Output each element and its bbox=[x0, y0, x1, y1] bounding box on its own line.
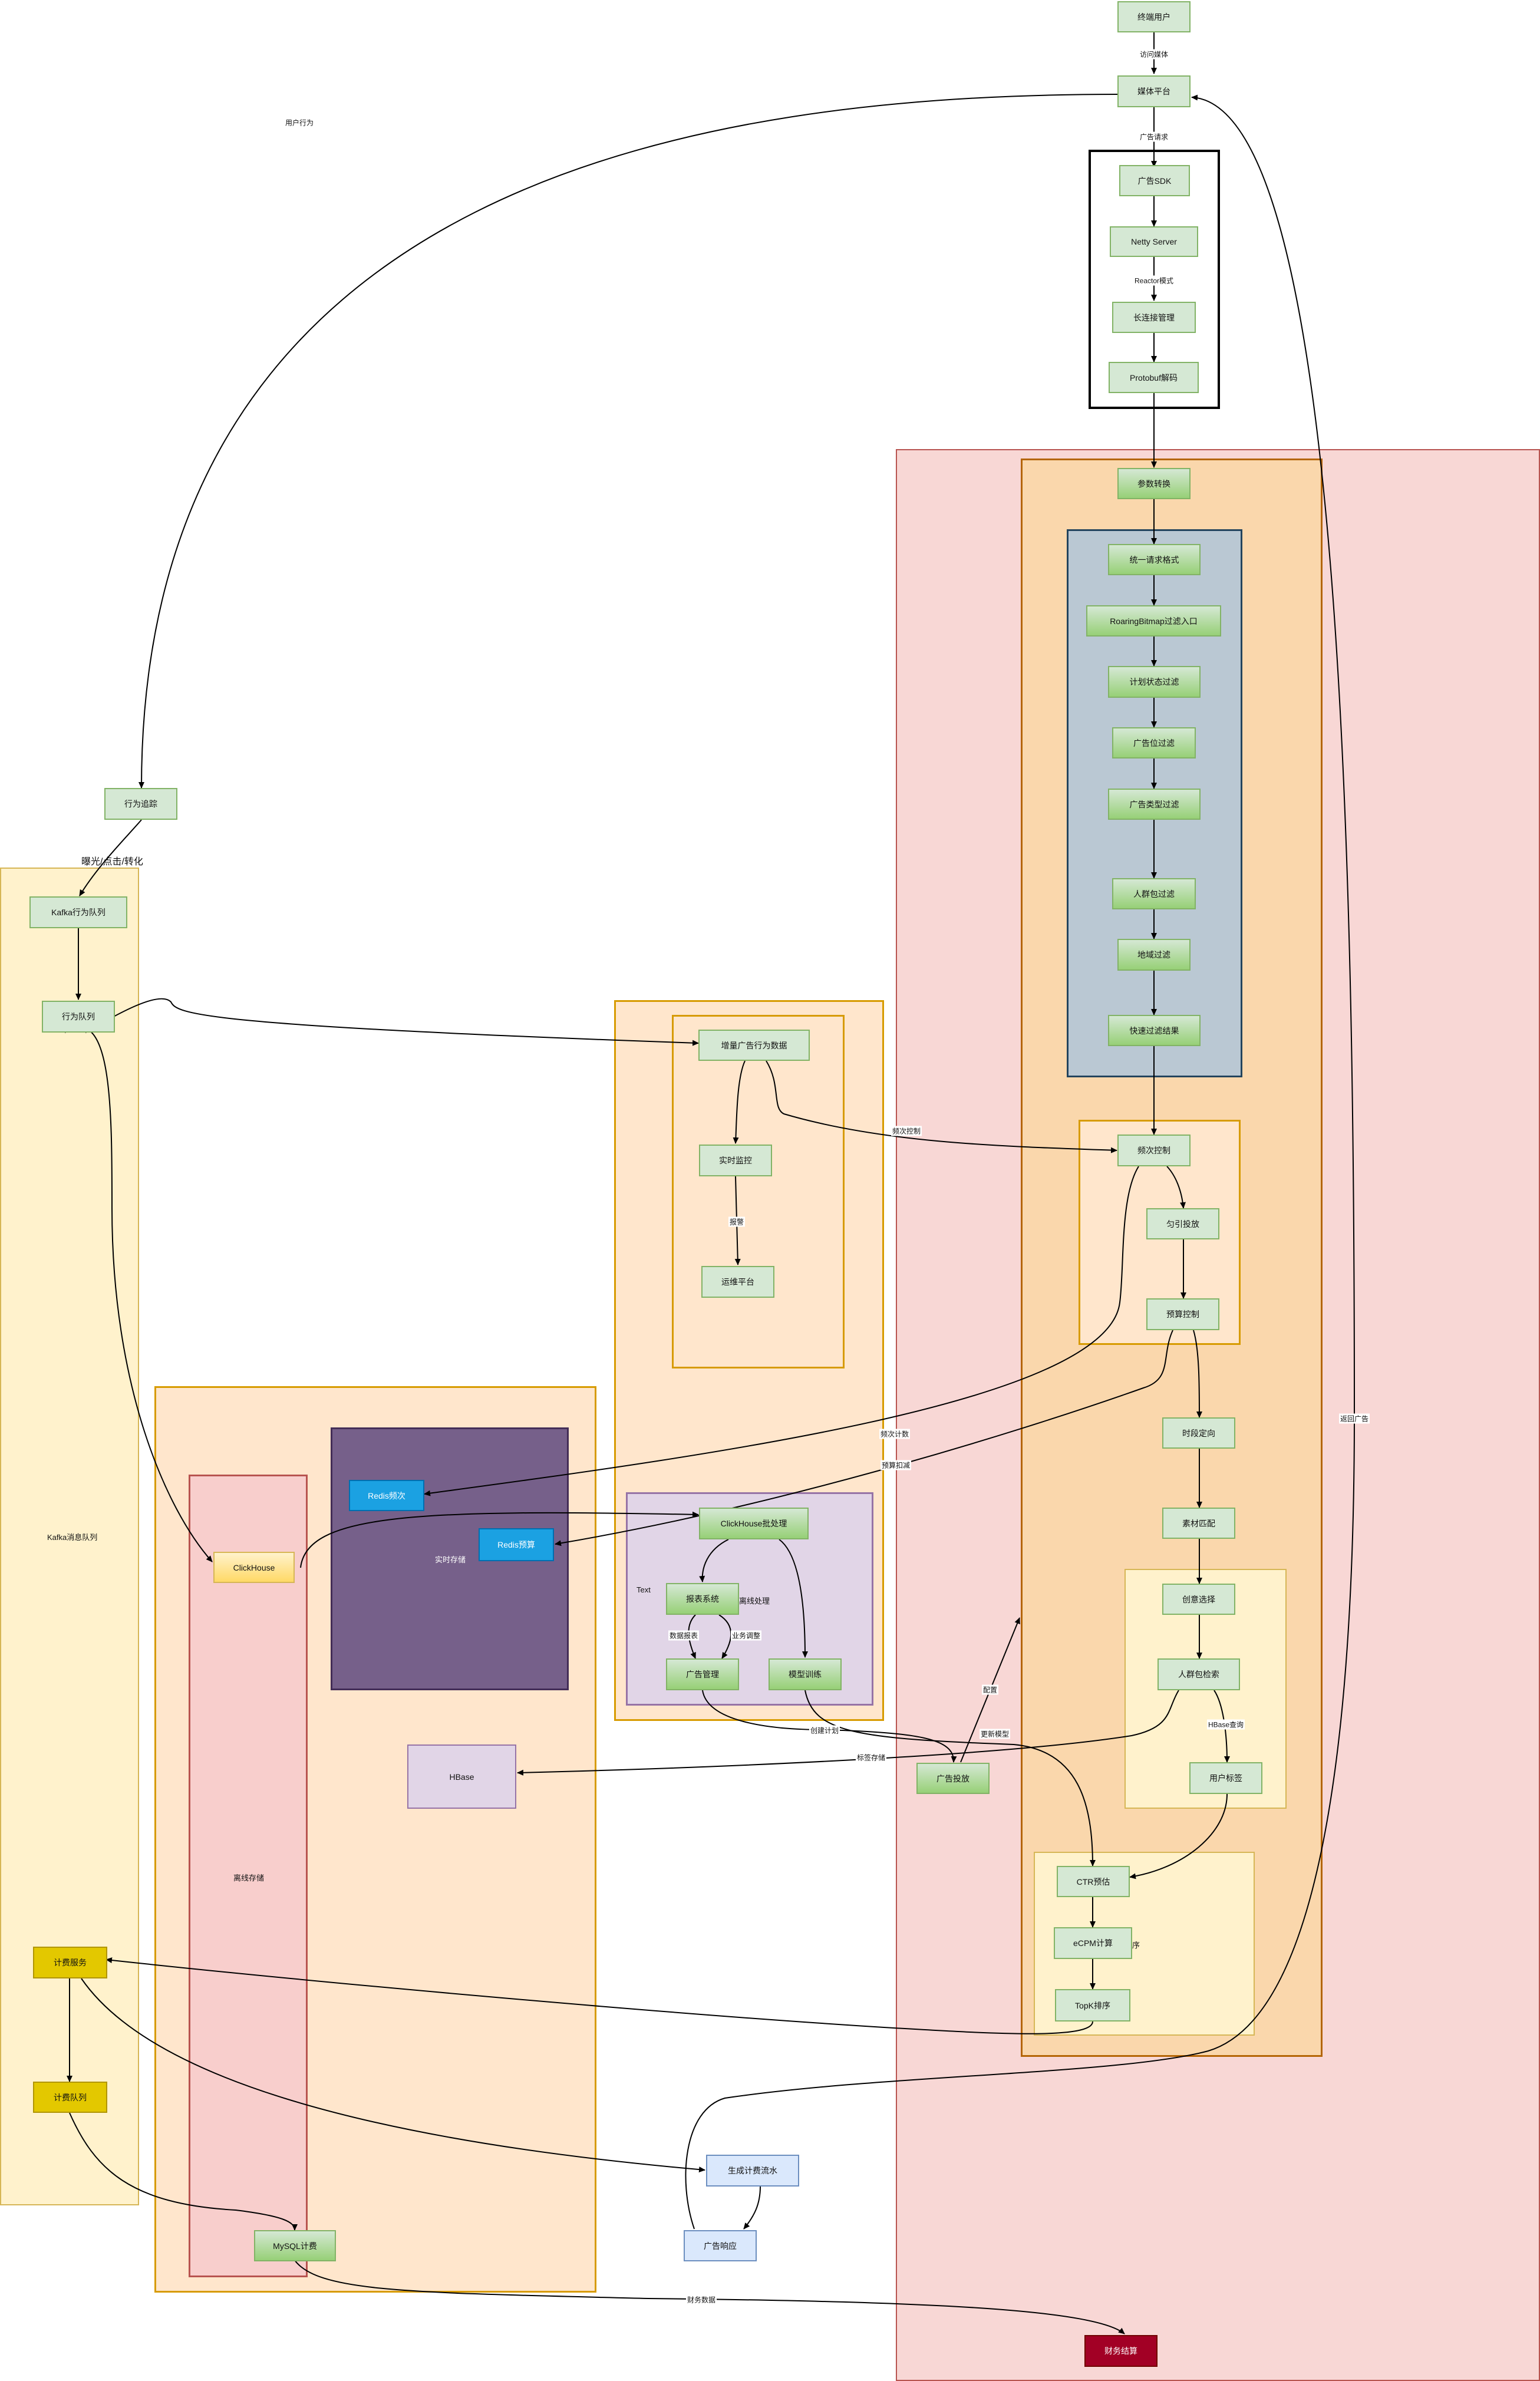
edge-usertag-ctr bbox=[1129, 1793, 1228, 1879]
monitor-group bbox=[672, 1015, 845, 1368]
edge-label-hbase-query: HBase查询 bbox=[1206, 1719, 1245, 1730]
edge-label-ad-request: 广告请求 bbox=[1138, 131, 1170, 142]
node-user-tag[interactable]: 用户标签 bbox=[1189, 1762, 1262, 1794]
edge-media-behavior bbox=[138, 94, 1119, 789]
edge-incr-freq bbox=[766, 1060, 1117, 1153]
node-idea-select[interactable]: 创意选择 bbox=[1162, 1584, 1235, 1615]
node-plan-filter[interactable]: 计划状态过滤 bbox=[1108, 666, 1201, 698]
kafka-group-label: Kafka消息队列 bbox=[47, 1533, 98, 1542]
node-redis-budget[interactable]: Redis预算 bbox=[479, 1528, 554, 1561]
node-billing-queue[interactable]: 计费队列 bbox=[33, 2082, 107, 2113]
edge-queue-incr bbox=[85, 998, 699, 1046]
edge-incr-monitor bbox=[733, 1060, 746, 1144]
node-ad-manage[interactable]: 广告管理 bbox=[666, 1658, 739, 1690]
edge-label-data-report: 数据报表 bbox=[668, 1630, 700, 1641]
edge-manage-report bbox=[718, 1614, 732, 1659]
node-model-train[interactable]: 模型训练 bbox=[769, 1658, 842, 1690]
node-netty-server[interactable]: Netty Server bbox=[1110, 226, 1198, 257]
offline-storage-group bbox=[189, 1475, 308, 2277]
edge-label-reactor: Reactor模式 bbox=[1133, 275, 1175, 286]
exposure-label: 曝光/点击/转化 bbox=[81, 857, 143, 867]
edge-label-finance-data: 财务数据 bbox=[685, 2294, 717, 2305]
node-slot-filter[interactable]: 广告位过滤 bbox=[1112, 727, 1196, 759]
node-finance[interactable]: 财务结算 bbox=[1084, 2335, 1158, 2367]
node-gen-billing-flow[interactable]: 生成计费流水 bbox=[706, 2155, 799, 2187]
node-geo-filter[interactable]: 地域过滤 bbox=[1117, 939, 1191, 971]
node-protobuf[interactable]: Protobuf解码 bbox=[1109, 362, 1199, 393]
edge-clickhouse-ckbatch bbox=[300, 1511, 699, 1568]
node-even-deliver[interactable]: 匀引投放 bbox=[1146, 1208, 1219, 1239]
edge-model-ctr bbox=[804, 1690, 1096, 1866]
node-realtime-monitor[interactable]: 实时监控 bbox=[699, 1145, 772, 1176]
node-creative-match[interactable]: 素材匹配 bbox=[1162, 1508, 1235, 1539]
edge-label-freq-count: 频次计数 bbox=[879, 1429, 911, 1439]
edge-mysql-finance bbox=[294, 2260, 1125, 2334]
realtime-storage-label: 实时存储 bbox=[435, 1555, 466, 1564]
offline-storage-label: 离线存储 bbox=[233, 1874, 265, 1882]
edge-billqueue-mysql bbox=[69, 2112, 298, 2231]
node-time-target[interactable]: 时段定向 bbox=[1162, 1417, 1235, 1449]
edge-budget-redis bbox=[555, 1330, 1173, 1546]
edge-label-visit-media: 访问媒体 bbox=[1138, 49, 1170, 60]
node-clickhouse[interactable]: ClickHouse bbox=[213, 1552, 295, 1583]
edge-label-update-model: 更新模型 bbox=[979, 1729, 1011, 1739]
node-ad-sdk[interactable]: 广告SDK bbox=[1119, 165, 1190, 196]
node-ck-batch[interactable]: ClickHouse批处理 bbox=[699, 1508, 809, 1539]
edge-label-config: 配置 bbox=[981, 1684, 999, 1695]
node-crowd-filter[interactable]: 人群包过滤 bbox=[1112, 878, 1196, 909]
edge-ckbatch-report bbox=[699, 1539, 729, 1582]
edge-budget-time bbox=[1193, 1330, 1202, 1418]
node-ops-platform[interactable]: 运维平台 bbox=[701, 1266, 774, 1298]
edge-freq-even bbox=[1166, 1166, 1186, 1209]
node-terminal-user[interactable]: 终端用户 bbox=[1117, 1, 1191, 32]
edge-label-tag-store: 标签存储 bbox=[855, 1752, 887, 1763]
node-crowd-retrieve[interactable]: 人群包检索 bbox=[1158, 1658, 1240, 1690]
node-long-conn[interactable]: 长连接管理 bbox=[1112, 302, 1196, 333]
edge-label-budget-deduct: 预算扣减 bbox=[880, 1460, 912, 1470]
edge-label-freq-control: 频次控制 bbox=[891, 1126, 922, 1136]
edge-crowdret-hbase bbox=[517, 1690, 1179, 1776]
edge-ckbatch-model bbox=[779, 1539, 808, 1658]
node-param-convert[interactable]: 参数转换 bbox=[1117, 468, 1191, 499]
edge-label-create-plan: 创建计划 bbox=[809, 1725, 840, 1736]
node-billing-service[interactable]: 计费服务 bbox=[33, 1947, 107, 1978]
node-unified-req[interactable]: 统一请求格式 bbox=[1108, 544, 1201, 575]
node-mysql-billing[interactable]: MySQL计费 bbox=[254, 2230, 336, 2261]
node-behavior-track[interactable]: 行为追踪 bbox=[104, 788, 177, 820]
edge-genflow-response bbox=[743, 2186, 761, 2230]
node-report[interactable]: 报表系统 bbox=[666, 1583, 739, 1615]
node-ad-response[interactable]: 广告响应 bbox=[684, 2230, 757, 2261]
edge-response-media bbox=[685, 94, 1356, 2230]
node-media-platform[interactable]: 媒体平台 bbox=[1117, 75, 1191, 107]
node-redis-freq[interactable]: Redis频次 bbox=[349, 1480, 424, 1511]
offline-proc-label: 离线处理 bbox=[739, 1597, 770, 1605]
node-ad-deliver[interactable]: 广告投放 bbox=[916, 1763, 990, 1794]
edge-queue-clickhouse bbox=[64, 1027, 213, 1562]
node-fast-result[interactable]: 快速过滤结果 bbox=[1108, 1015, 1201, 1046]
edge-freq-redis bbox=[424, 1166, 1139, 1496]
node-behavior-queue[interactable]: 行为队列 bbox=[42, 1001, 115, 1033]
text-label: Text bbox=[637, 1585, 651, 1594]
node-incr-behavior[interactable]: 增量广告行为数据 bbox=[698, 1030, 810, 1061]
edge-topk-billing bbox=[105, 1957, 1093, 2034]
node-topk[interactable]: TopK排序 bbox=[1055, 1989, 1130, 2021]
node-ctr[interactable]: CTR预估 bbox=[1057, 1866, 1130, 1897]
node-type-filter[interactable]: 广告类型过滤 bbox=[1108, 789, 1201, 820]
edge-label-return-ad: 返回广告 bbox=[1338, 1413, 1370, 1424]
edge-billing-genflow bbox=[81, 1978, 705, 2173]
node-hbase[interactable]: HBase bbox=[407, 1744, 516, 1809]
edge-label-alarm: 报警 bbox=[728, 1216, 746, 1227]
edge-behavior-kafka bbox=[79, 819, 142, 896]
edge-label-business-adjust: 业务调整 bbox=[730, 1630, 762, 1641]
node-roaring[interactable]: RoaringBitmap过滤入口 bbox=[1086, 605, 1221, 637]
node-ecpm[interactable]: eCPM计算 bbox=[1054, 1927, 1132, 1959]
node-freq-ctrl[interactable]: 频次控制 bbox=[1117, 1135, 1191, 1166]
edge-label-user-behavior: 用户行为 bbox=[283, 117, 315, 128]
node-kafka-behavior[interactable]: Kafka行为队列 bbox=[29, 896, 127, 928]
node-budget-ctrl[interactable]: 预算控制 bbox=[1146, 1298, 1219, 1330]
